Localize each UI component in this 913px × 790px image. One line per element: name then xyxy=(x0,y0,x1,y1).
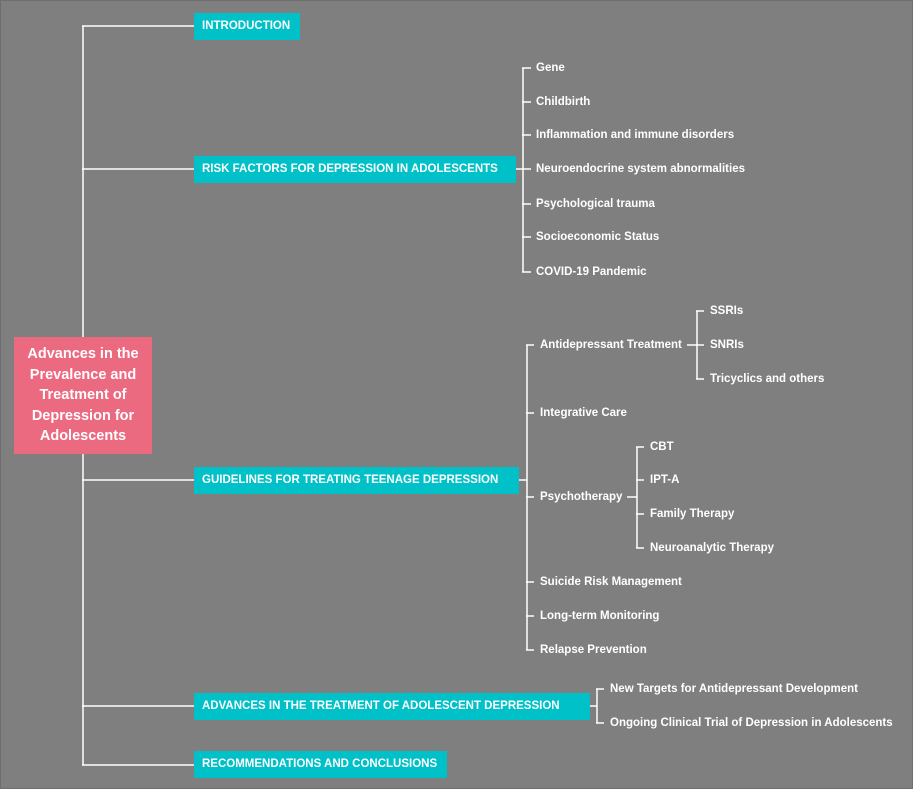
risk-factor-item: Neuroendocrine system abnormalities xyxy=(536,163,745,175)
root-title-line: Advances in the xyxy=(27,346,139,363)
root-title-line: Prevalence and xyxy=(29,366,137,383)
risk-factor-item: Psychological trauma xyxy=(536,198,655,210)
section-risk-factors: RISK FACTORS FOR DEPRESSION IN ADOLESCEN… xyxy=(194,156,516,183)
risk-factor-item: Gene xyxy=(536,62,565,74)
antidepressant-item: Tricyclics and others xyxy=(710,373,825,385)
guideline-psychotherapy: Psychotherapy xyxy=(540,491,623,503)
psychotherapy-item: CBT xyxy=(650,441,674,453)
root-title-line: Adolescents xyxy=(39,428,127,445)
root-topic: Advances in the Prevalence and Treatment… xyxy=(14,337,152,454)
advances-item: Ongoing Clinical Trial of Depression in … xyxy=(610,717,893,729)
antidepressant-item: SNRIs xyxy=(710,339,744,351)
advances-item: New Targets for Antidepressant Developme… xyxy=(610,683,858,695)
guideline-monitoring: Long-term Monitoring xyxy=(540,610,660,622)
risk-factor-item: Socioeconomic Status xyxy=(536,231,660,243)
section-recommendations: RECOMMENDATIONS AND CONCLUSIONS xyxy=(194,751,447,778)
guideline-relapse: Relapse Prevention xyxy=(540,644,647,656)
antidepressant-item: SSRIs xyxy=(710,305,744,317)
risk-factor-item: Childbirth xyxy=(536,96,591,108)
root-title-line: Depression for xyxy=(31,407,135,424)
risk-factor-item: COVID-19 Pandemic xyxy=(536,266,647,278)
section-guidelines: GUIDELINES FOR TREATING TEENAGE DEPRESSI… xyxy=(194,467,519,494)
section-introduction: INTRODUCTION xyxy=(194,13,300,40)
guideline-antidepressant: Antidepressant Treatment xyxy=(540,339,682,351)
section-advances: ADVANCES IN THE TREATMENT OF ADOLESCENT … xyxy=(194,693,590,720)
root-title-line: Treatment of xyxy=(39,387,127,404)
guideline-suicide-risk: Suicide Risk Management xyxy=(540,576,682,588)
psychotherapy-item: Family Therapy xyxy=(650,508,735,520)
guideline-integrative-care: Integrative Care xyxy=(540,407,627,419)
risk-factor-item: Inflammation and immune disorders xyxy=(536,129,735,141)
root-title: Advances in the Prevalence and Treatment… xyxy=(20,344,146,447)
psychotherapy-item: Neuroanalytic Therapy xyxy=(650,542,774,554)
psychotherapy-item: IPT-A xyxy=(650,474,680,486)
